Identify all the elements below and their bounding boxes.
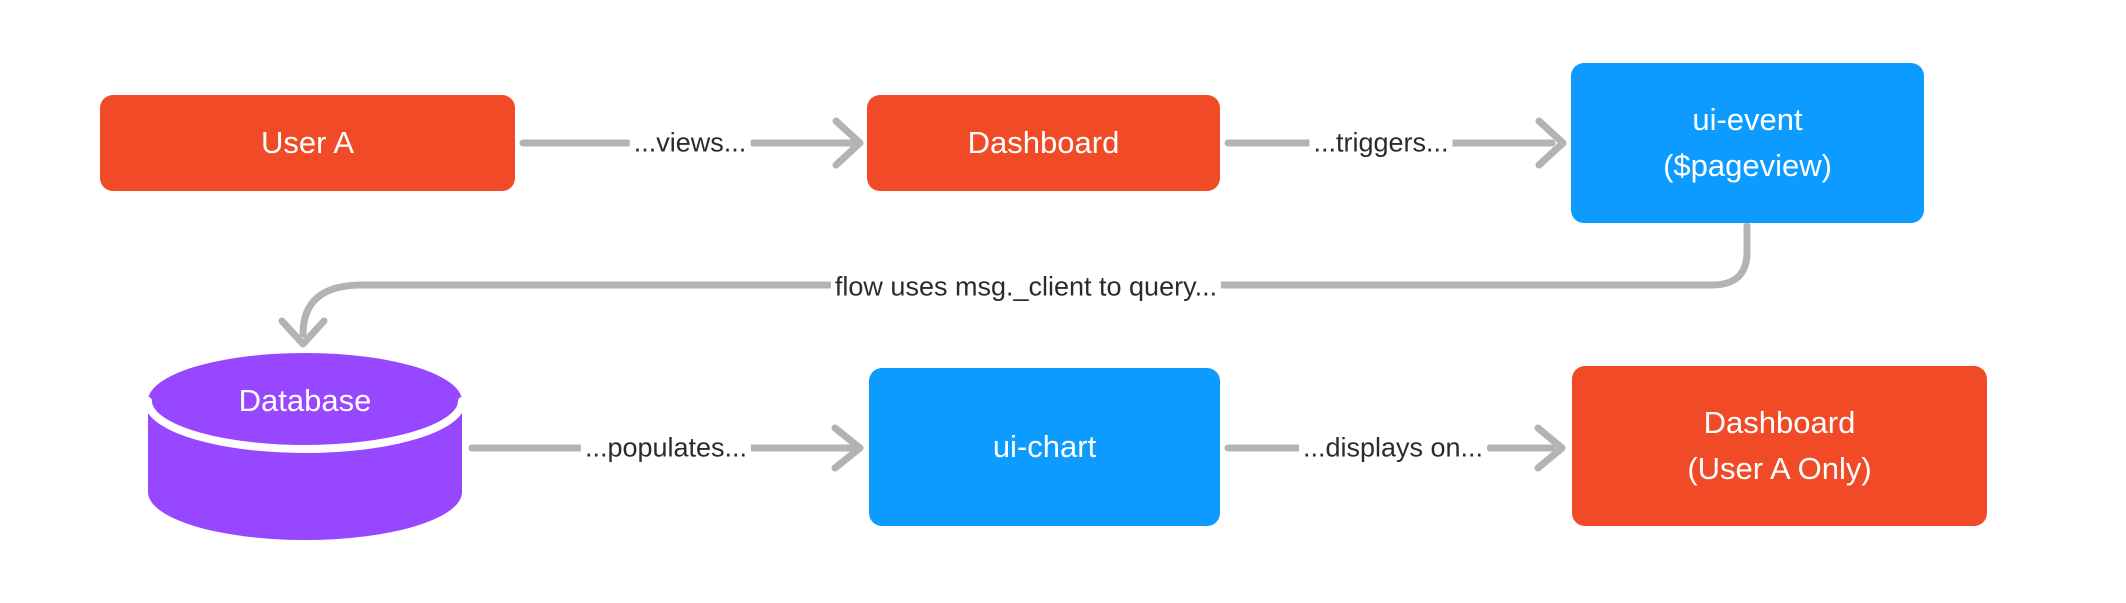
database-cylinder-lid (148, 353, 462, 449)
node-dashboard[interactable]: Dashboard (867, 95, 1220, 191)
edge-displays-label: ...displays on... (1298, 432, 1488, 464)
node-user-a-label: User A (260, 125, 355, 160)
database-cylinder-body (148, 401, 462, 540)
arrowhead-icon (831, 424, 864, 472)
edge-views-label: ...views... (629, 127, 751, 159)
node-database[interactable] (144, 353, 466, 540)
arrowhead-icon (1534, 424, 1566, 472)
node-dashboard-label: Dashboard (967, 125, 1120, 160)
node-ui-event[interactable]: ui-event ($pageview) (1571, 63, 1924, 223)
edge-query-label: flow uses msg._client to query... (830, 271, 1222, 303)
node-user-a[interactable]: User A (100, 95, 515, 191)
node-dashboard-user-a[interactable]: Dashboard (User A Only) (1572, 366, 1987, 526)
database-cylinder-split-line (144, 397, 466, 453)
arrowhead-icon (278, 317, 328, 348)
node-ui-chart-label: ui-chart (992, 429, 1097, 464)
edge-triggers-label: ...triggers... (1309, 127, 1453, 159)
edge-query-line-right (1214, 222, 1751, 289)
node-ui-event-label-line1: ui-event (1692, 102, 1803, 137)
arrowhead-icon (1535, 117, 1567, 169)
node-ui-chart[interactable]: ui-chart (869, 368, 1220, 526)
node-dashboard-user-a-label-line2: (User A Only) (1687, 451, 1872, 486)
edge-query-line-left (299, 281, 838, 338)
edge-populates-label: ...populates... (580, 432, 752, 464)
arrowhead-icon (832, 117, 864, 169)
node-dashboard-user-a-label-line1: Dashboard (1703, 405, 1856, 440)
node-ui-event-label-line2: ($pageview) (1663, 148, 1832, 183)
node-database-label: Database (238, 383, 372, 418)
